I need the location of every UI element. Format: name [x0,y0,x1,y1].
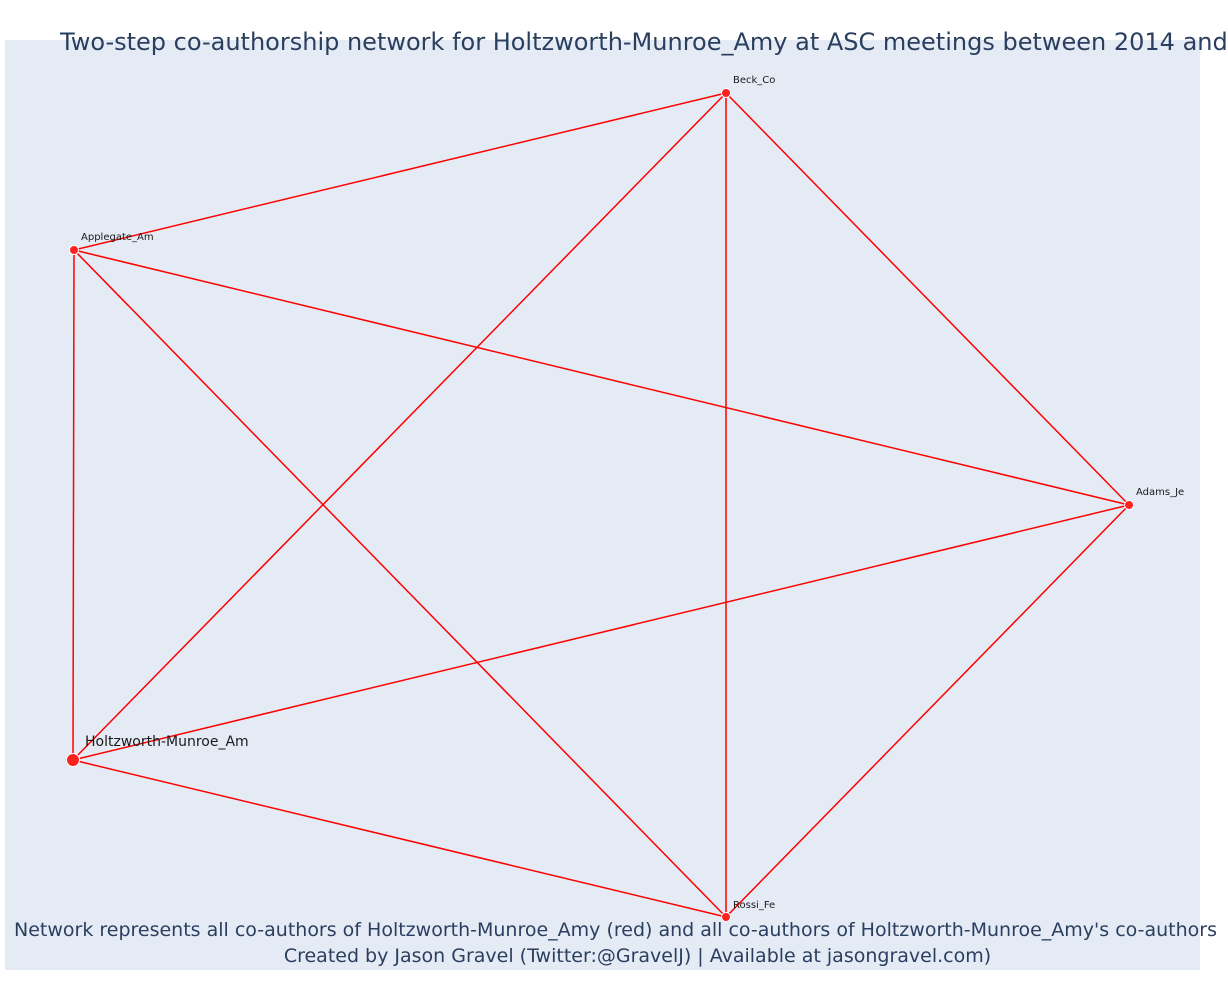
node-applegate[interactable] [69,245,79,255]
edge-applegate-rossi [73,249,727,918]
edge-applegate-adams [73,249,1130,506]
edge-holtzworth-adams [72,504,1130,761]
edge-holtzworth-rossi [72,759,727,918]
node-holtzworth[interactable] [66,753,80,767]
edge-beck-adams [725,92,1130,506]
node-adams[interactable] [1124,500,1134,510]
network-figure: Two-step co-authorship network for Holtz… [0,28,1228,970]
node-label-beck: Beck_Co [733,75,775,86]
plot-background [5,40,1200,970]
caption-line-2: Created by Jason Gravel (Twitter:@Gravel… [283,945,992,967]
edge-applegate-beck [73,92,727,251]
edge-holtzworth-applegate [72,249,75,761]
labels-layer: Holtzworth-Munroe_Am Applegate_Am Beck_CoA… [81,75,1184,911]
node-rossi[interactable] [721,912,731,922]
chart-title: Two-step co-authorship network for Holtz… [60,28,1228,56]
edge-adams-rossi [725,504,1130,918]
caption-line-1: Network represents all co-authors of Hol… [14,919,1217,941]
node-label-holtzworth: Holtzworth-Munroe_Am [85,734,249,750]
caption: Network represents all co-authors of Hol… [0,917,1217,969]
edge-holtzworth-beck [72,92,727,761]
node-label-adams: Adams_Je [1136,487,1184,498]
node-label-rossi: Rossi_Fe [733,900,775,911]
edges-layer [72,92,1130,918]
nodes-layer [66,88,1134,922]
node-beck[interactable] [721,88,731,98]
network-graph: Holtzworth-Munroe_Am Applegate_Am Beck_CoA… [66,75,1184,922]
node-label-applegate: Applegate_Am [81,232,154,243]
